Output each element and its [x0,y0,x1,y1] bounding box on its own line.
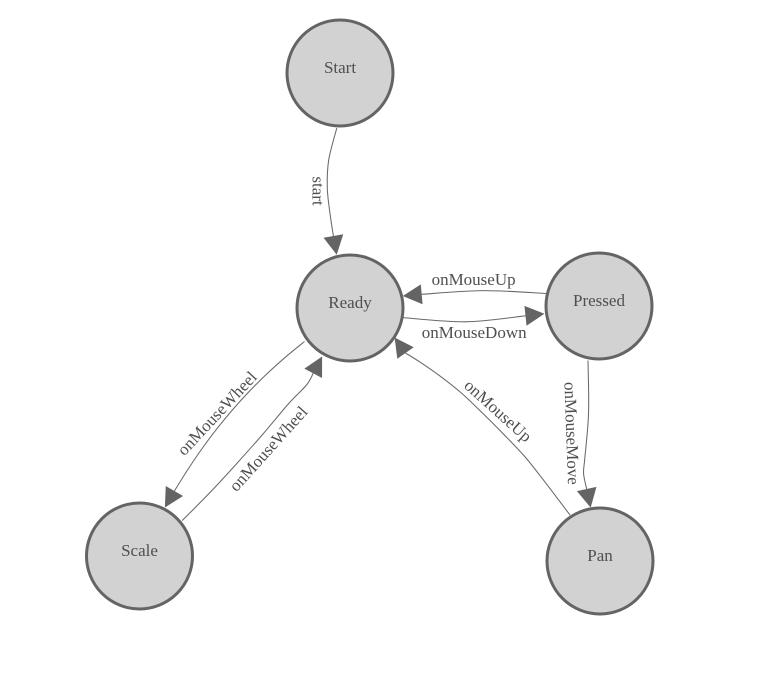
transition-label-ready-scale: onMouseWheel [173,367,260,459]
state-node-pan[interactable]: Pan [545,506,655,616]
state-node-pressed[interactable]: Pressed [544,251,654,361]
state-label-start: Start [324,58,356,77]
transition-line-ready-scale[interactable] [173,341,305,492]
transition-label-ready-pressed: onMouseDown [422,323,527,342]
transition-line-start-ready[interactable] [326,127,338,237]
arrowhead-pressed-ready [402,284,423,305]
arrowhead-ready-scale [164,486,184,508]
transition-pressed-ready[interactable]: onMouseUp [402,270,547,305]
state-node-start[interactable]: Start [285,18,395,128]
transition-label-pressed-ready: onMouseUp [432,270,516,289]
state-node-ready[interactable]: Ready [295,253,405,363]
transition-label-start-ready: start [308,176,327,206]
state-circle-pressed[interactable] [544,251,654,361]
state-label-scale: Scale [121,541,158,560]
arrowhead-pan-ready [394,337,414,359]
state-circle-pan[interactable] [545,506,655,616]
state-label-ready: Ready [328,293,372,312]
state-circle-scale[interactable] [85,501,194,611]
transition-label-pressed-pan: onMouseMove [560,382,583,486]
state-circle-start[interactable] [285,18,395,128]
transition-label-scale-ready: onMouseWheel [225,402,311,495]
arrowhead-ready-pressed [524,305,545,326]
transition-line-pan-ready[interactable] [405,352,571,516]
transition-line-scale-ready[interactable] [181,373,314,521]
arrowhead-pressed-pan [576,486,597,508]
state-circle-ready[interactable] [295,253,405,363]
transition-line-pressed-ready[interactable] [421,290,547,295]
transition-pan-ready[interactable]: onMouseUp [394,337,571,516]
transition-pressed-pan[interactable]: onMouseMove [560,360,597,508]
state-node-scale[interactable]: Scale [85,501,194,611]
transition-start-ready[interactable]: start [308,127,344,255]
transition-line-pressed-pan[interactable] [582,360,590,490]
arrowhead-start-ready [323,234,344,255]
transition-line-ready-pressed[interactable] [401,315,526,323]
transition-label-pan-ready: onMouseUp [460,376,535,446]
arrowhead-scale-ready [304,356,323,378]
transition-ready-pressed[interactable]: onMouseDown [401,305,545,342]
state-label-pan: Pan [587,546,613,565]
state-label-pressed: Pressed [573,291,625,310]
